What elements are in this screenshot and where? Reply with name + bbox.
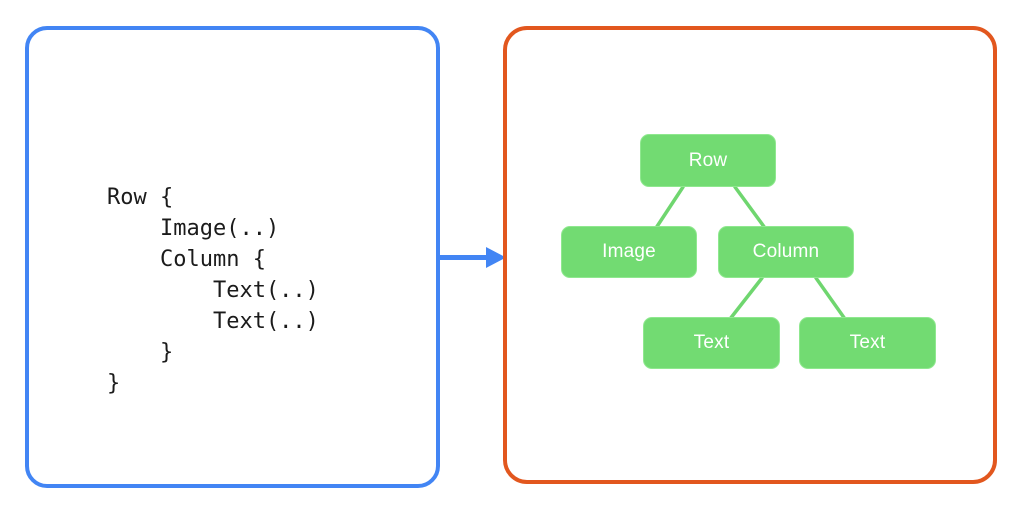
tree-node-column-label: Column (752, 241, 820, 262)
tree-node-image[interactable]: Image (561, 226, 697, 278)
right-arrow-icon (436, 247, 506, 268)
tree-node-image-label: Image (602, 241, 656, 262)
edge-column-text1 (728, 276, 764, 321)
source-code-block: Row { Image(..) Column { Text(..) Text(.… (107, 185, 319, 396)
tree-node-row[interactable]: Row (640, 134, 776, 187)
tree-node-row-label: Row (688, 149, 728, 171)
tree-node-text-2[interactable]: Text (799, 317, 936, 369)
code-panel: Row { Image(..) Column { Text(..) Text(.… (25, 26, 440, 488)
tree-edges (654, 185, 847, 321)
tree-node-text-1-label: Text (693, 332, 730, 353)
edge-row-column (733, 185, 767, 230)
tree-node-text-2-label: Text (849, 332, 886, 353)
tree-node-text-1[interactable]: Text (643, 317, 780, 369)
edge-column-text2 (814, 276, 847, 321)
edge-row-image (654, 185, 685, 230)
tree-node-column[interactable]: Column (718, 226, 854, 278)
